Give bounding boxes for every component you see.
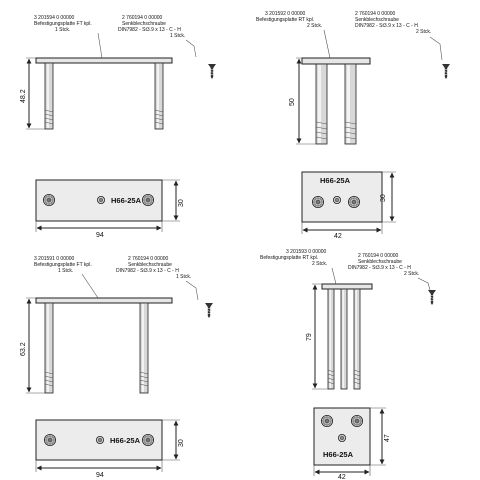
screw-boss-left	[311, 195, 325, 209]
dimension-height: 63.2	[20, 342, 27, 356]
callout-screw-line-1: 2 760194 0 00000	[355, 11, 396, 17]
callout-screw-line-3: DIN7982 - St3.9 x 13 - C - H	[118, 27, 181, 33]
callout-screw-line-4: 2 Stck.	[404, 271, 419, 277]
plate-code: H66-25A	[320, 176, 351, 185]
dimension-depth: 47	[384, 434, 391, 442]
callout-plate-line-1: 3 201593 0 00000	[286, 249, 327, 255]
dimension-depth: 30	[380, 194, 387, 202]
plate-code: H66-25A	[323, 450, 354, 459]
screw-boss-right	[350, 414, 364, 428]
center-hole	[332, 195, 342, 205]
callout-screw-line-2: Senkblechschraube	[358, 259, 402, 265]
callout-screw-line-4: 1 Stck.	[176, 274, 191, 280]
mounting-plate-side	[35, 297, 173, 304]
mounting-plate-side	[321, 283, 373, 290]
callout-plate-line-3: 2 Stck.	[307, 23, 322, 29]
view-top-left: 3 201594 0 00000 Befestigungsplatte FT k…	[20, 15, 217, 239]
callout-screw-line-2: Senkblechschraube	[355, 17, 399, 23]
screw-boss-left	[43, 193, 55, 207]
callout-plate-line-2: Befestigungsplatte RT kpl.	[256, 17, 314, 23]
screw-boss-left	[44, 433, 56, 447]
callout-plate-line-2: Befestigungsplatte FT kpl.	[34, 21, 92, 27]
mounting-plate-side	[35, 57, 173, 64]
mounting-plate-side	[301, 57, 371, 65]
center-hole	[337, 433, 347, 443]
dimension-width: 42	[334, 233, 342, 240]
callout-screw-line-1: 2 760194 0 00000	[122, 15, 163, 21]
callout-screw-line-1: 2 760194 0 00000	[128, 256, 169, 262]
callout-screw-line-2: Senkblechschraube	[128, 262, 172, 268]
dimension-width: 42	[338, 474, 346, 480]
callout-plate-line-1: 3 201594 0 00000	[34, 15, 75, 21]
screw-boss-right	[141, 433, 155, 447]
center-hole	[97, 195, 105, 205]
callout-screw-line-3: DIN7982 - St3.9 x 13 - C - H	[348, 265, 411, 271]
rod-right	[344, 63, 357, 145]
dimension-depth: 30	[178, 439, 185, 447]
screw-icon	[204, 302, 214, 319]
view-bottom-left: 3 201591 0 00000 Befestigungsplatte FT k…	[20, 256, 214, 479]
dimension-height: 79	[306, 333, 313, 341]
screw-boss-left	[320, 414, 334, 428]
dimension-width: 94	[96, 472, 104, 479]
rod-left	[315, 63, 328, 145]
callout-plate-line-1: 3 201592 0 00000	[265, 11, 306, 17]
screw-icon	[207, 63, 217, 80]
dimension-width: 94	[96, 232, 104, 239]
callout-plate-line-3: 1 Stck.	[55, 27, 70, 33]
view-bottom-right: 3 201593 0 00000 Befestigungsplatte RT k…	[260, 249, 437, 480]
callout-screw-line-4: 2 Stck.	[416, 29, 431, 35]
screw-boss-right	[347, 195, 361, 209]
screw-boss-right	[141, 193, 155, 207]
callout-screw-line-3: DIN7982 - St3.9 x 13 - C - H	[355, 23, 418, 29]
plate-code: H66-25A	[110, 436, 141, 445]
callout-plate-line-1: 3 201591 0 00000	[34, 256, 75, 262]
center-hole	[96, 435, 104, 445]
dimension-depth: 30	[178, 199, 185, 207]
dimension-height: 48.2	[20, 89, 27, 103]
callout-plate-line-2: Befestigungsplatte FT kpl.	[34, 262, 92, 268]
callout-screw-line-4: 1 Stck.	[170, 33, 185, 39]
callout-screw-line-2: Senkblechschraube	[122, 21, 166, 27]
callout-screw-line-3: DIN7982 - St3.9 x 13 - C - H	[116, 268, 179, 274]
callout-plate-line-3: 1 Stck.	[58, 268, 73, 274]
callout-screw-line-1: 2 760194 0 00000	[358, 253, 399, 259]
screw-icon	[441, 63, 451, 80]
plate-code: H66-25A	[111, 196, 142, 205]
screw-icon	[427, 289, 437, 306]
view-top-right: 3 201592 0 00000 Befestigungsplatte RT k…	[256, 11, 451, 240]
callout-plate-line-3: 2 Stck.	[312, 261, 327, 267]
dimension-height: 50	[289, 98, 296, 106]
callout-plate-line-2: Befestigungsplatte RT kpl.	[260, 255, 318, 261]
